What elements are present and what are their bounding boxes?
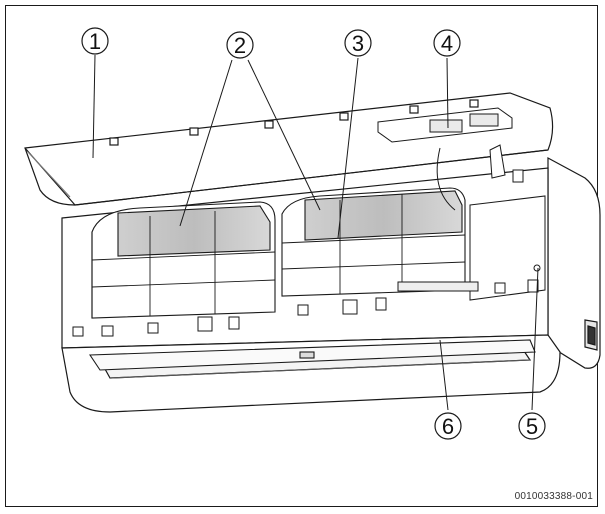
svg-text:1: 1	[89, 29, 101, 54]
callout-5: 5	[518, 412, 546, 440]
front-clips	[72, 297, 387, 337]
svg-text:2: 2	[234, 33, 246, 58]
callout-2: 2	[226, 31, 254, 59]
callout-1: 1	[81, 27, 109, 55]
air-filter-left	[91, 201, 276, 319]
svg-text:4: 4	[441, 31, 453, 56]
svg-text:5: 5	[526, 414, 538, 439]
svg-text:6: 6	[442, 414, 454, 439]
svg-text:3: 3	[352, 31, 364, 56]
leader-lines	[92, 54, 539, 411]
swing-flap	[88, 339, 536, 371]
side-housing	[547, 156, 601, 369]
callout-3: 3	[344, 29, 372, 57]
display-module	[377, 107, 513, 143]
air-filter-right	[281, 187, 466, 297]
callout-6: 6	[434, 412, 462, 440]
document-number: 0010033388-001	[514, 491, 593, 502]
cable	[436, 147, 456, 211]
callout-markers: 1 2 3 4 5 6	[81, 27, 546, 440]
control-panel-area	[397, 144, 546, 301]
callout-4: 4	[433, 29, 461, 57]
